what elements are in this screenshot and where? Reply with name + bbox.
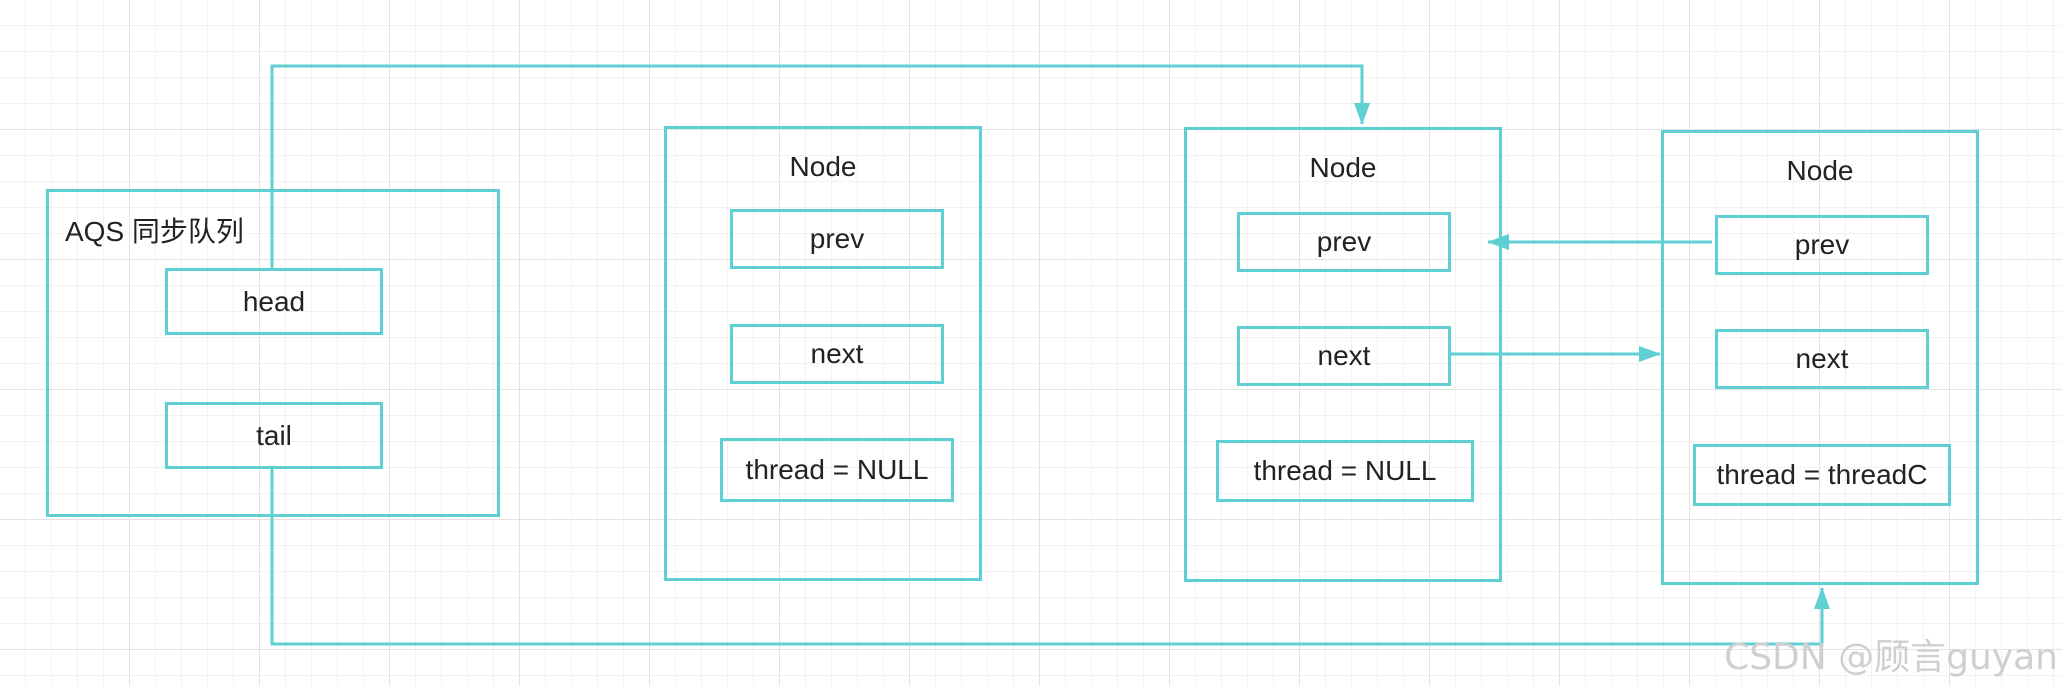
node-box-3: Node prev next thread = threadC	[1661, 130, 1979, 585]
next-field: next	[1715, 329, 1929, 389]
tail-pointer-arrow	[270, 468, 1830, 646]
aqs-queue-title: AQS 同步队列	[65, 216, 244, 247]
head-pointer-arrow	[270, 64, 1370, 268]
thread-field: thread = NULL	[720, 438, 954, 502]
head-field: head	[165, 268, 383, 335]
node-box-1: Node prev next thread = NULL	[664, 126, 982, 581]
thread-field: thread = threadC	[1693, 444, 1951, 506]
aqs-queue-box: AQS 同步队列 head tail	[46, 189, 500, 517]
node-title: Node	[1309, 152, 1377, 183]
watermark: CSDN @顾言guyan	[1724, 637, 2058, 678]
prev-field: prev	[1715, 215, 1929, 275]
tail-field: tail	[165, 402, 383, 469]
node-title: Node	[789, 151, 857, 182]
prev-field: prev	[730, 209, 944, 269]
next-field: next	[730, 324, 944, 384]
node-title: Node	[1786, 155, 1854, 186]
next-field: next	[1237, 326, 1451, 386]
node-box-2: Node prev next thread = NULL	[1184, 127, 1502, 582]
thread-field: thread = NULL	[1216, 440, 1474, 502]
prev-field: prev	[1237, 212, 1451, 272]
